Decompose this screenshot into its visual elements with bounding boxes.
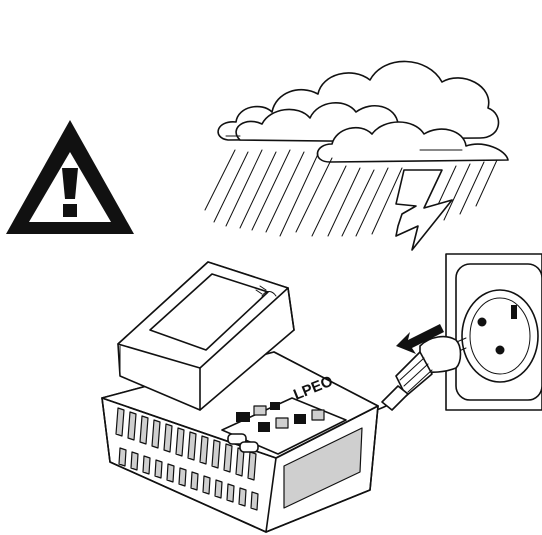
rain-lines: [205, 150, 497, 236]
storm-cloud-icon: [218, 61, 508, 162]
lightning-bolt-icon: [396, 170, 452, 250]
wall-socket: [446, 254, 542, 410]
warning-triangle-icon: [6, 120, 134, 234]
